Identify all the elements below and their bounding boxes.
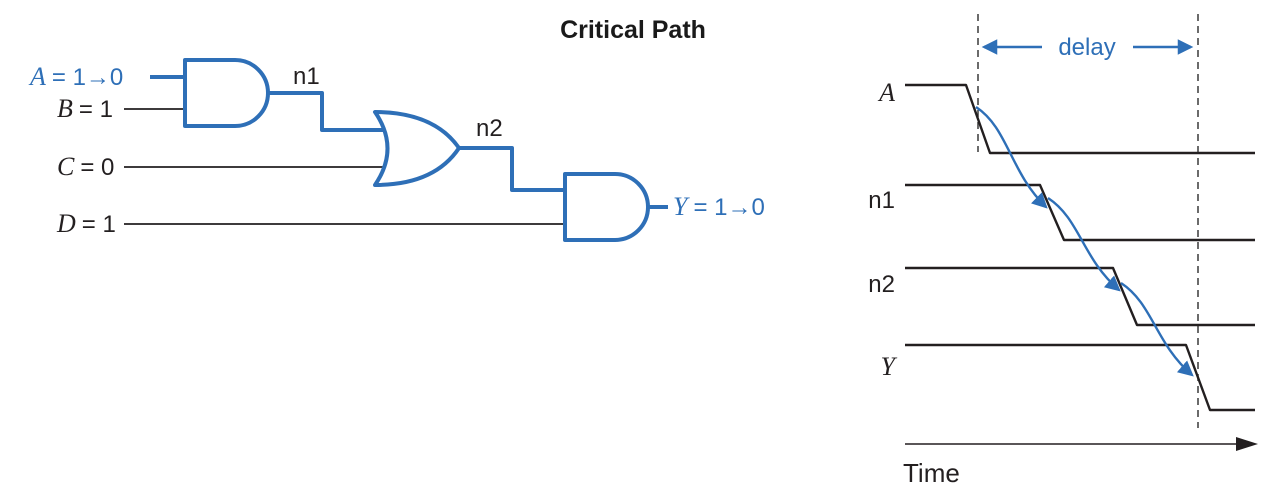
circuit-diagram: Critical Path A= 1→0 B= 1 C= 0 D= 1 n1 n… [28,16,765,242]
or-gate-icon [373,110,461,187]
delay-label: delay [1058,34,1115,61]
input-label-b: B= 1 [57,94,113,123]
signal-label-n2: n2 [868,271,895,298]
and-gate-1-icon [183,58,270,128]
timing-diagram: delay A n1 n2 Y Time [868,14,1258,488]
input-label-c: C= 0 [57,152,114,181]
causality-arrow-a-n1-icon [975,105,1048,209]
causality-arrow-n2-y-icon [1120,281,1194,377]
signal-label-a: A [877,78,895,107]
waveform-y [905,343,1255,412]
net-label-n1: n1 [293,63,320,90]
input-label-d: D= 1 [56,209,116,238]
waveform-n2 [905,266,1255,327]
output-label-y: Y= 1→0 [673,192,765,221]
causality-arrow-n1-n2-icon [1047,196,1121,292]
time-axis-arrowhead-icon [1236,437,1258,451]
wire-net-n2 [459,146,565,192]
waveform-n1 [905,183,1255,242]
time-axis-label: Time [903,458,960,488]
signal-label-y: Y [881,352,898,381]
signal-label-n1: n1 [868,187,895,214]
wire-net-n1 [268,91,392,132]
input-label-a: A= 1→0 [28,62,123,91]
waveform-a [905,83,1255,155]
and-gate-2-icon [563,172,650,242]
net-label-n2: n2 [476,115,503,142]
figure-title: Critical Path [560,16,706,44]
